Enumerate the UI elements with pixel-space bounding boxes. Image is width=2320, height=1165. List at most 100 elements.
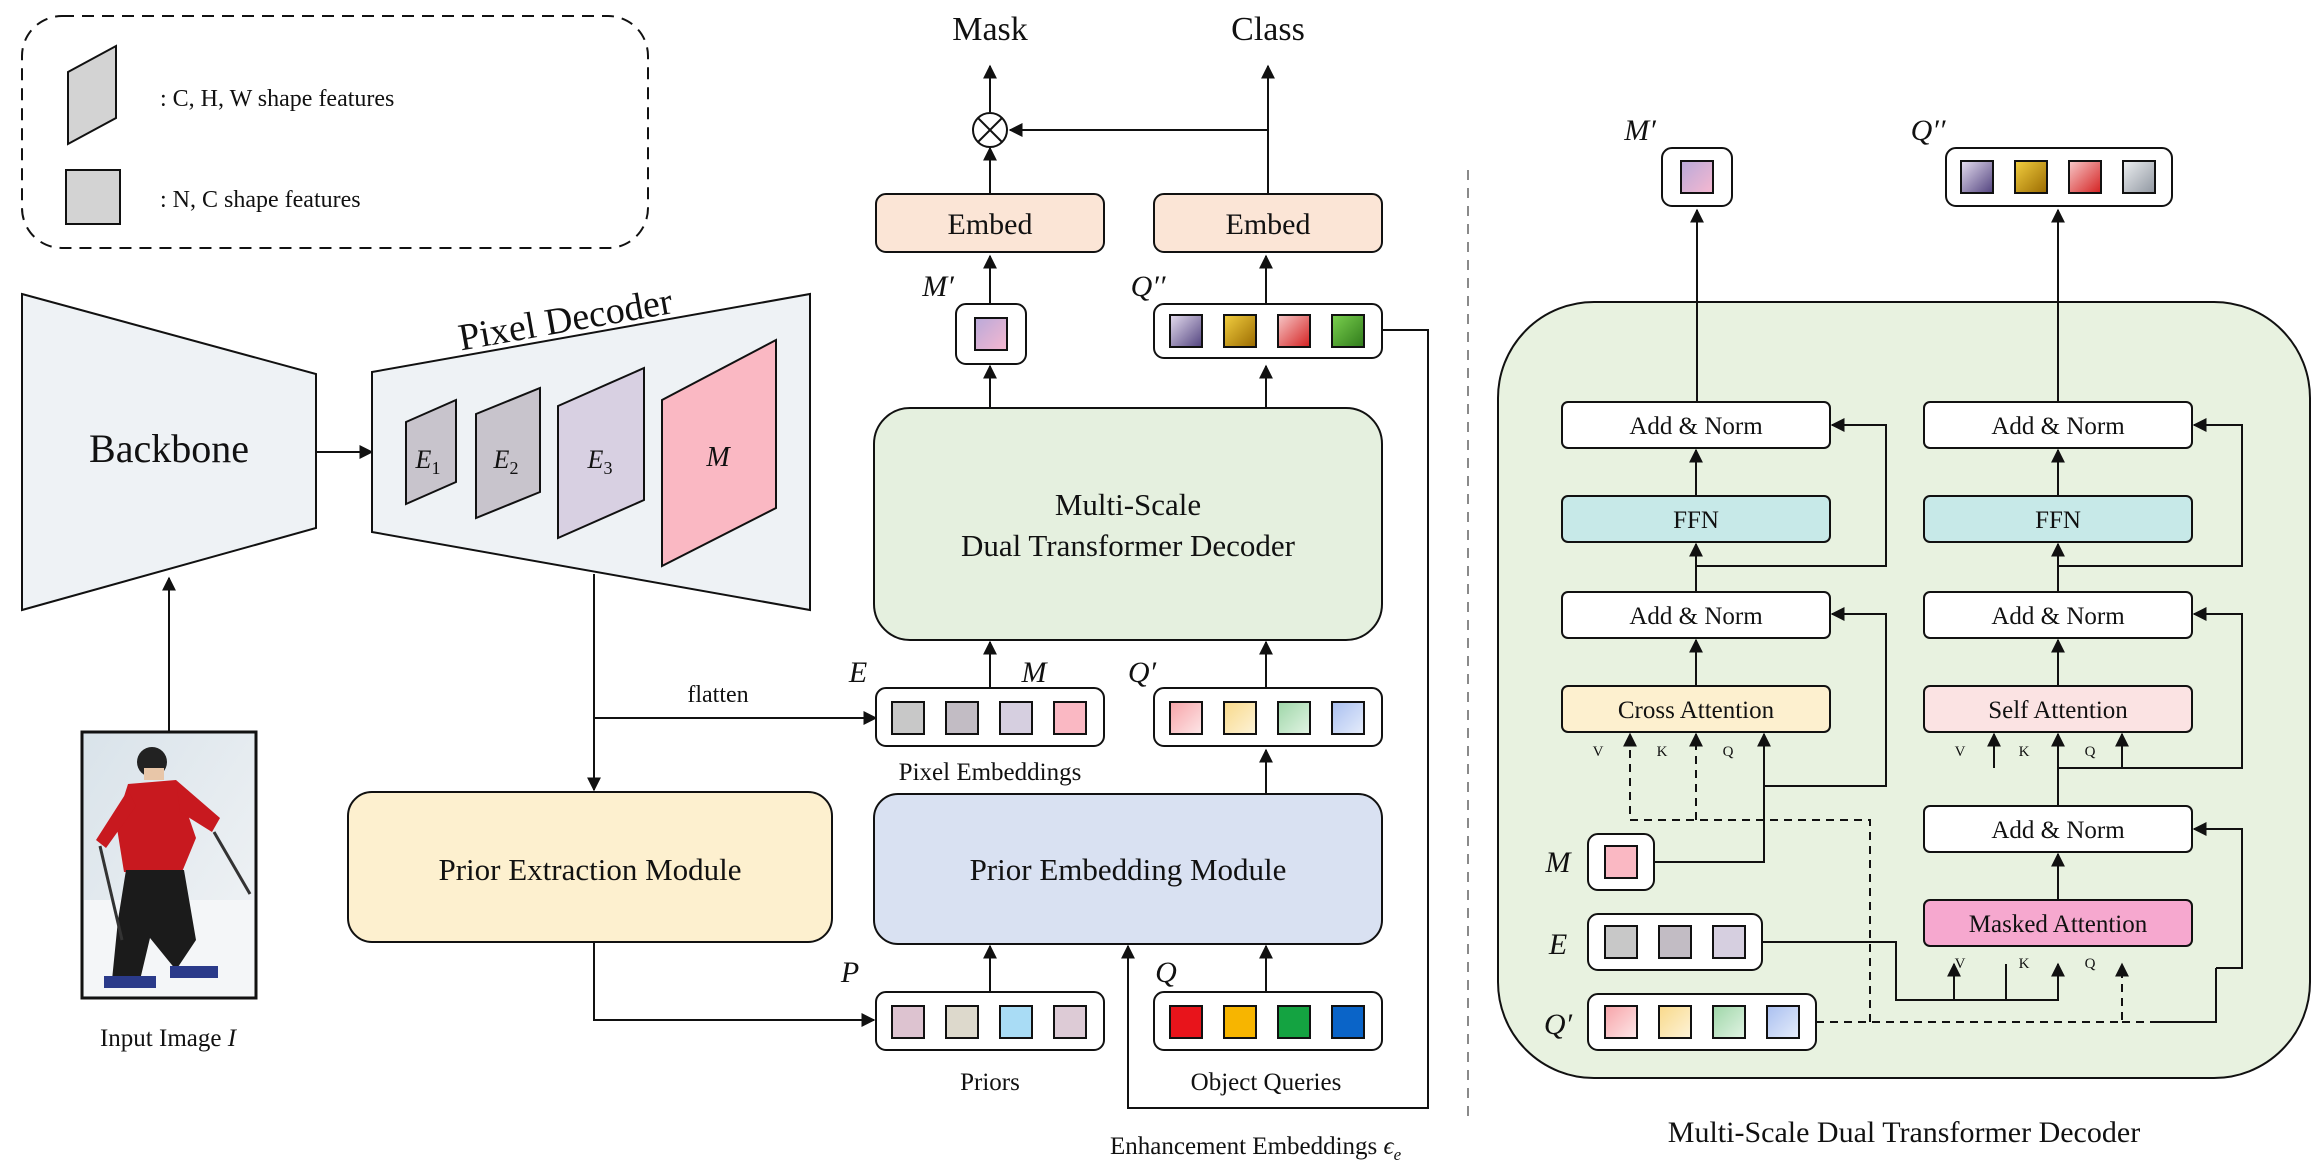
legend-chw-label: : C, H, W shape features bbox=[160, 86, 394, 112]
rp-qp-token-red bbox=[1604, 1005, 1638, 1039]
rp-masked-k: K bbox=[2019, 956, 2030, 972]
prior-extraction-label: Prior Extraction Module bbox=[438, 852, 741, 887]
embed-mask-label: Embed bbox=[948, 208, 1033, 241]
rp-cross-k: K bbox=[1657, 744, 1668, 760]
rp-m-prime-label: M′ bbox=[1623, 114, 1656, 147]
rp-qdp-label: Q′′ bbox=[1911, 114, 1946, 147]
rp-qp-token-yellow bbox=[1658, 1005, 1692, 1039]
rp-m-token bbox=[1604, 845, 1638, 879]
rp-masked-attention-label: Masked Attention bbox=[1969, 911, 2148, 938]
feature-e1-label: E1 bbox=[415, 445, 441, 478]
rp-left-add-norm-top bbox=[1561, 401, 1831, 449]
q-prime-token-blue bbox=[1331, 701, 1365, 735]
rp-self-k: K bbox=[2019, 744, 2030, 760]
rp-right-residual-mid bbox=[2058, 607, 2243, 769]
q-double-prime-row bbox=[1153, 303, 1383, 359]
query-token-yellow bbox=[1223, 1005, 1257, 1039]
qdp-token-green bbox=[1331, 314, 1365, 348]
feature-e3-label: E3 bbox=[587, 445, 613, 478]
rp-e-token-3 bbox=[1712, 925, 1746, 959]
rp-right-add-norm-low-label: Add & Norm bbox=[1991, 817, 2125, 844]
legend-nc-shape bbox=[65, 169, 121, 225]
feature-e2-label: E2 bbox=[493, 445, 519, 478]
rp-e-token-1 bbox=[1604, 925, 1638, 959]
mask-output-label: Mask bbox=[952, 11, 1028, 48]
m-label: M bbox=[1021, 656, 1049, 689]
prior-token-3 bbox=[999, 1005, 1033, 1039]
flatten-label: flatten bbox=[687, 682, 748, 708]
arrow-enhancement-loop bbox=[1121, 329, 1429, 1109]
rp-e-label: E bbox=[1548, 928, 1567, 961]
rp-left-add-norm-top-label: Add & Norm bbox=[1629, 413, 1763, 440]
rp-m-label: M bbox=[1545, 846, 1573, 879]
rp-qdp-token-red bbox=[2068, 160, 2102, 194]
arrow-qprime-residual bbox=[2158, 968, 2217, 1023]
backbone-label: Backbone bbox=[89, 426, 249, 471]
prior-embedding-label: Prior Embedding Module bbox=[970, 852, 1287, 887]
q-double-prime-label: Q′′ bbox=[1131, 270, 1166, 303]
q-prime-token-red bbox=[1169, 701, 1203, 735]
arrow-m-to-cross-q bbox=[1654, 732, 1771, 863]
m-prime-token bbox=[974, 317, 1008, 351]
q-label: Q bbox=[1155, 956, 1177, 989]
pixel-token-4 bbox=[1053, 701, 1087, 735]
pixel-token-1 bbox=[891, 701, 925, 735]
msdt-label-line1: Multi-Scale bbox=[1055, 487, 1201, 522]
rp-right-residual-low bbox=[2192, 822, 2243, 969]
rp-e-token-2 bbox=[1658, 925, 1692, 959]
arrow-e-to-masked bbox=[1762, 941, 2065, 1001]
arrow-qprime-to-cross-k bbox=[1623, 732, 1871, 1022]
msdt-label-line2: Dual Transformer Decoder bbox=[961, 528, 1296, 563]
feature-e1 bbox=[405, 398, 457, 506]
query-token-red bbox=[1169, 1005, 1203, 1039]
rp-masked-q: Q bbox=[2085, 956, 2096, 972]
legend-chw-shape bbox=[67, 44, 117, 146]
rp-qdp-row bbox=[1945, 147, 2173, 207]
prior-token-4 bbox=[1053, 1005, 1087, 1039]
q-prime-token-yellow bbox=[1223, 701, 1257, 735]
msdt-detail-title: Multi-Scale Dual Transformer Decoder bbox=[1668, 1116, 2140, 1149]
rp-left-residual-top bbox=[1696, 418, 1887, 567]
prior-extraction-module bbox=[347, 791, 833, 943]
class-output-label: Class bbox=[1231, 11, 1305, 48]
rp-m-prime-token bbox=[1680, 160, 1714, 194]
enhancement-label: Enhancement Embeddings ϵe bbox=[1110, 1133, 1402, 1164]
q-prime-label: Q′ bbox=[1128, 656, 1157, 689]
query-token-green bbox=[1277, 1005, 1311, 1039]
feature-m-label: M bbox=[705, 442, 731, 473]
e-label: E bbox=[848, 656, 867, 689]
rp-self-q: Q bbox=[2085, 744, 2096, 760]
prior-token-1 bbox=[891, 1005, 925, 1039]
priors-label: Priors bbox=[960, 1069, 1020, 1096]
rp-cross-attention-label: Cross Attention bbox=[1618, 697, 1775, 724]
prior-embedding-module bbox=[873, 793, 1383, 945]
p-label: P bbox=[840, 956, 859, 989]
object-queries-label: Object Queries bbox=[1191, 1069, 1342, 1096]
query-token-blue bbox=[1331, 1005, 1365, 1039]
feature-e3 bbox=[557, 366, 645, 540]
arrow-qprime-to-masked-q bbox=[1816, 962, 2129, 1023]
m-prime-label: M′ bbox=[921, 270, 954, 303]
rp-cross-q: Q bbox=[1723, 744, 1734, 760]
rp-left-residual-mid bbox=[1764, 607, 1887, 787]
rp-q-prime-label: Q′ bbox=[1544, 1008, 1573, 1041]
rp-qdp-token-gray bbox=[2122, 160, 2156, 194]
rp-right-ffn-label: FFN bbox=[2035, 507, 2081, 534]
input-image-photo bbox=[80, 730, 258, 1000]
rp-right-residual-top bbox=[2058, 418, 2243, 567]
object-queries-row bbox=[1153, 991, 1383, 1051]
input-image-label: Input Image I bbox=[100, 1025, 238, 1052]
rp-qdp-token-purple bbox=[1960, 160, 1994, 194]
rp-qp-token-blue bbox=[1766, 1005, 1800, 1039]
rp-right-add-norm-top-label: Add & Norm bbox=[1991, 413, 2125, 440]
feature-m bbox=[661, 338, 777, 568]
legend: : C, H, W shape features : N, C shape fe… bbox=[21, 15, 649, 249]
rp-self-v: V bbox=[1955, 744, 1966, 760]
qdp-token-red bbox=[1277, 314, 1311, 348]
backbone-block bbox=[21, 292, 317, 612]
rp-right-add-norm-top bbox=[1923, 401, 2193, 449]
rp-masked-v: V bbox=[1955, 956, 1966, 972]
msdt-module bbox=[873, 407, 1383, 641]
rp-left-ffn-label: FFN bbox=[1673, 507, 1719, 534]
